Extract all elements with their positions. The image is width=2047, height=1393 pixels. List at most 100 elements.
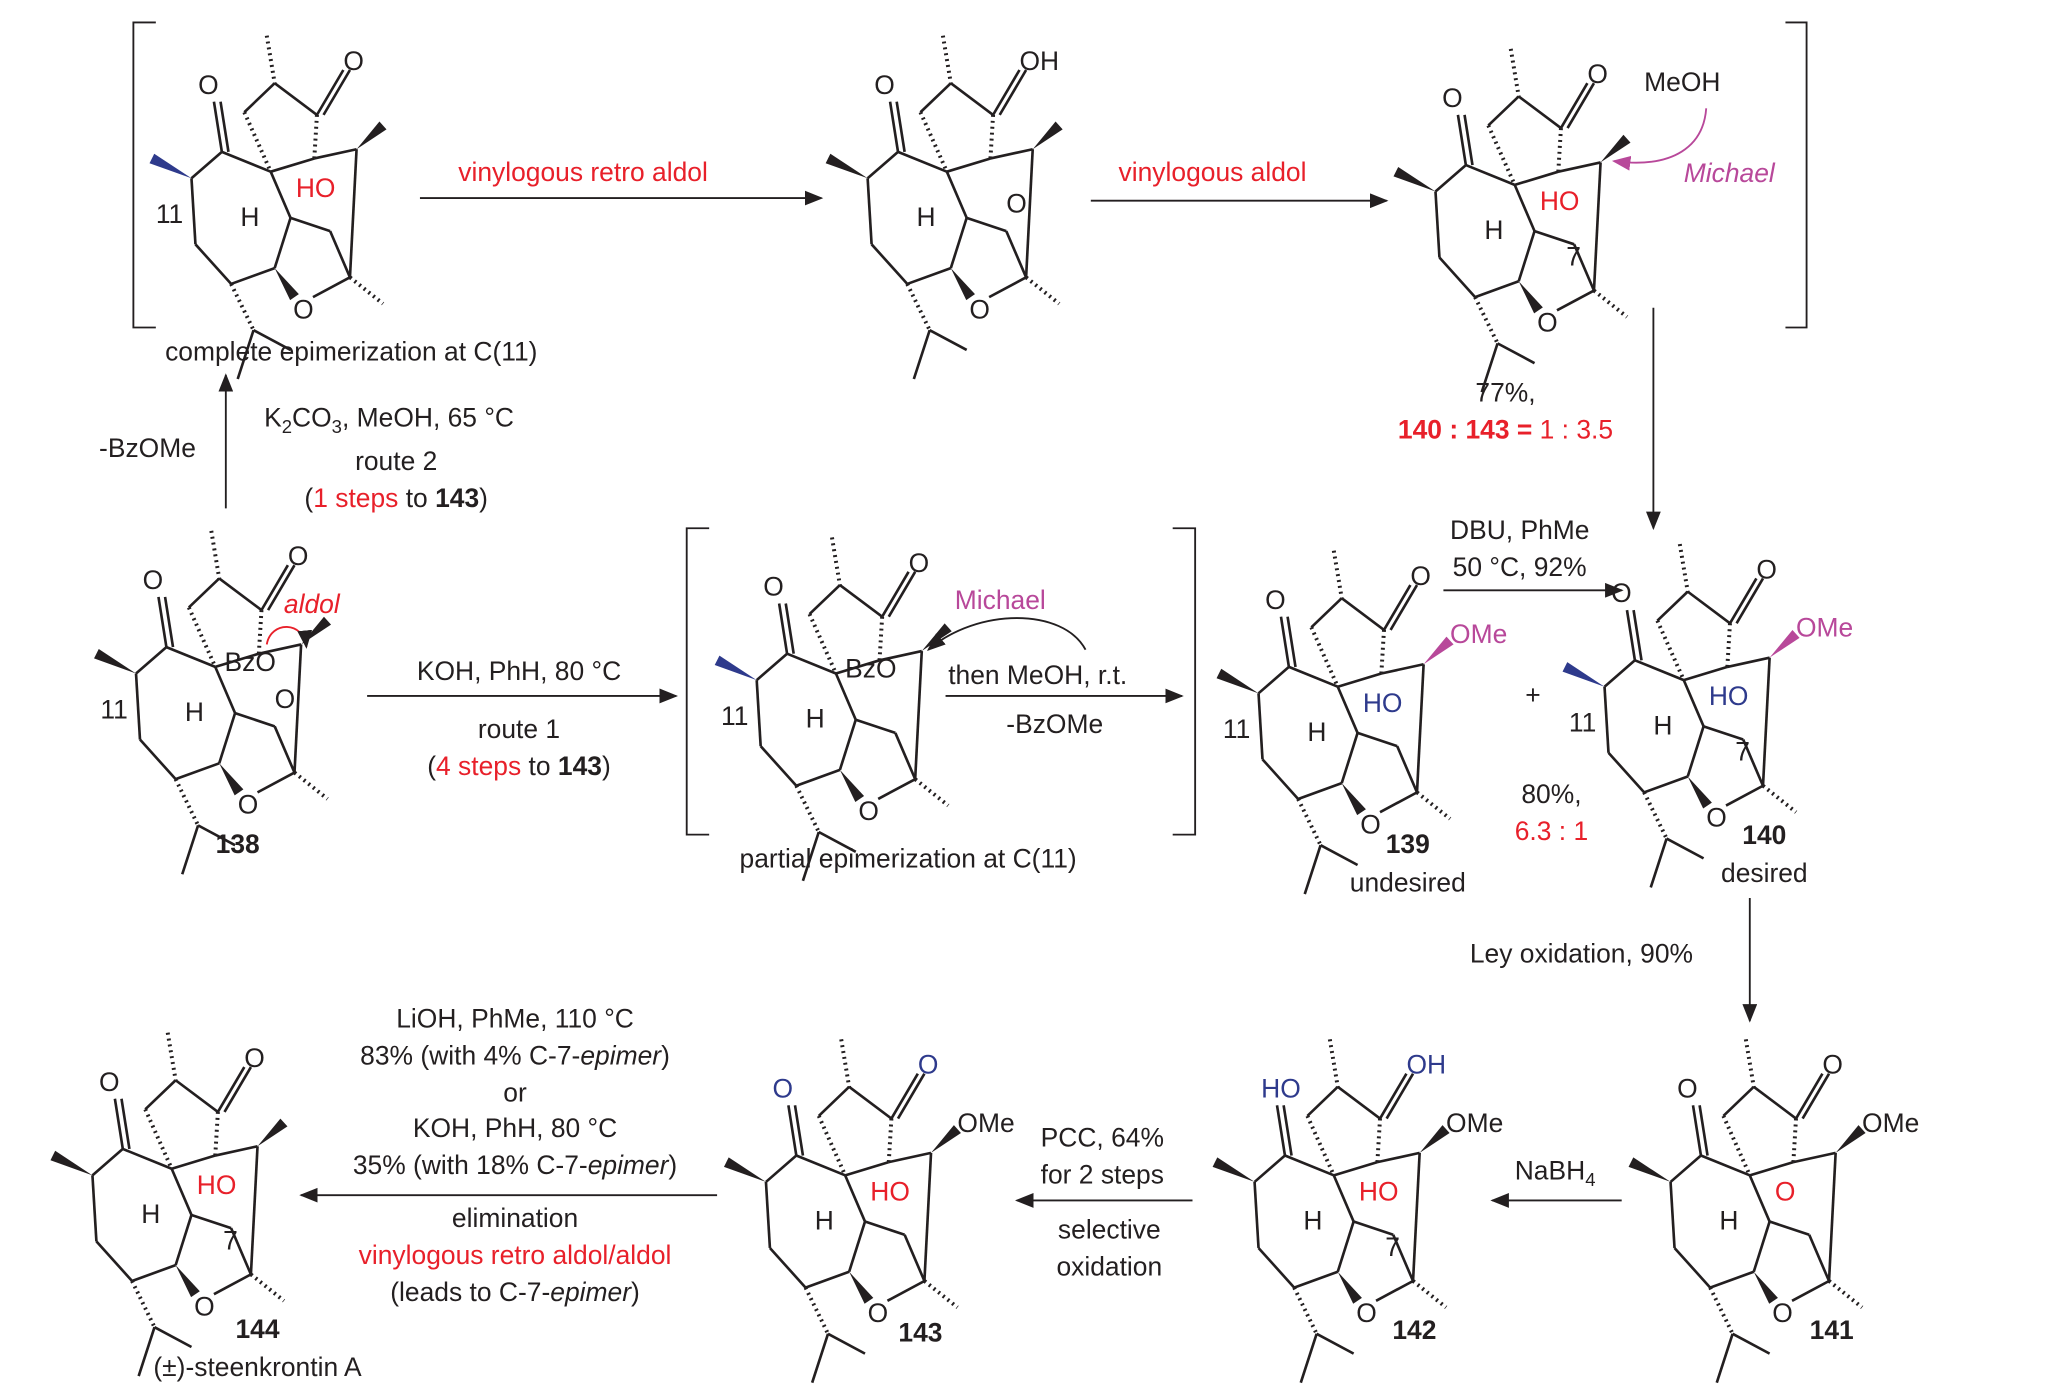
- bond: [866, 178, 873, 245]
- wedge-bond: [950, 268, 976, 301]
- bond: [838, 719, 858, 771]
- bond: [1722, 1085, 1755, 1117]
- bond: [214, 666, 237, 714]
- bond: [786, 652, 837, 675]
- double-bond: [322, 69, 352, 116]
- label-aldol: aldol: [283, 590, 340, 620]
- pcc-line2: for 2 steps: [1040, 1160, 1164, 1190]
- bond: [1517, 95, 1562, 130]
- bond: [312, 276, 351, 299]
- bond: [1559, 82, 1589, 129]
- atom-label-oe: O: [1706, 804, 1727, 834]
- compound-note: (±)-steenkrontin A: [153, 1353, 362, 1383]
- bond: [1827, 1152, 1837, 1282]
- wedge-bond: [1687, 776, 1712, 809]
- bond: [1333, 1160, 1378, 1177]
- hashed-bond: [1379, 629, 1386, 674]
- compound-number: 141: [1809, 1316, 1854, 1346]
- double-bond: [793, 1105, 805, 1156]
- bond: [1517, 230, 1536, 282]
- bond: [171, 1154, 216, 1170]
- hashed-bond: [1721, 1115, 1752, 1177]
- bond: [1728, 577, 1758, 624]
- atom-label-oc: OH: [1019, 47, 1060, 77]
- hashed-bond: [209, 530, 222, 579]
- atom-label-c11: 11: [721, 702, 749, 732]
- hashed-bond: [830, 537, 842, 586]
- double-bond: [219, 101, 230, 153]
- hashed-bond: [905, 283, 932, 332]
- bond: [1306, 1085, 1339, 1117]
- bond: [903, 1234, 926, 1282]
- compound-number: 142: [1392, 1316, 1437, 1346]
- atom-label-ho: HO: [1358, 1177, 1399, 1208]
- bond: [1752, 1085, 1797, 1120]
- bond: [881, 571, 910, 618]
- atom-label-oc: O: [287, 542, 309, 572]
- final-l1: LiOH, PhMe, 110 °C: [396, 1004, 634, 1035]
- label-minus-bzome-route2: -BzOMe: [99, 434, 196, 464]
- atom-label-bzo: BzO: [845, 655, 897, 685]
- bond: [1556, 289, 1595, 312]
- bond: [1603, 686, 1610, 753]
- final-l8: (leads to C-7-epimer): [390, 1278, 640, 1308]
- hashed-bond: [229, 283, 256, 332]
- bond: [212, 101, 224, 153]
- bond: [258, 643, 302, 655]
- bond: [870, 243, 909, 285]
- label-vinylogous-retro-aldol: vinylogous retro aldol: [458, 158, 708, 188]
- final-l7: vinylogous retro aldol/aldol: [358, 1241, 672, 1271]
- bond: [197, 824, 236, 847]
- dbu-line2: 50 °C, 92%: [1452, 553, 1587, 583]
- wedge-bond: [1628, 1157, 1671, 1182]
- atom-label-c11: 11: [1568, 709, 1597, 739]
- bracket-top-left: [132, 21, 156, 329]
- wedge-bond: [175, 1265, 200, 1298]
- label-michael-mid: Michael: [954, 586, 1046, 616]
- double-bond: [223, 1066, 253, 1113]
- double-bond: [1463, 114, 1474, 166]
- bond: [1808, 1234, 1831, 1282]
- atom-label-h: H: [1653, 711, 1673, 741]
- route1-steps: (4 steps to 143): [427, 752, 611, 782]
- atom-label-sub: OMe: [957, 1109, 1015, 1139]
- bond: [131, 1263, 177, 1283]
- bond: [1592, 162, 1602, 291]
- bond: [795, 768, 841, 787]
- double-bond: [896, 1072, 926, 1120]
- hashed-bond: [1761, 784, 1798, 814]
- bond: [1513, 184, 1536, 232]
- bond: [221, 150, 272, 173]
- bond: [923, 1152, 933, 1282]
- michael-curved-arrow: [926, 617, 1087, 651]
- bond: [1434, 191, 1441, 258]
- bond: [139, 738, 177, 781]
- atom-label-oc: O: [1410, 562, 1431, 592]
- molecule-skeleton: [1393, 48, 1631, 393]
- route1-label: route 1: [477, 715, 561, 745]
- atom-label-oe: O: [293, 295, 314, 325]
- bond: [1257, 1247, 1296, 1289]
- molecule-skeleton: [714, 537, 952, 882]
- hashed-bond: [1327, 1038, 1340, 1088]
- bond: [1487, 95, 1520, 127]
- molecule-skeleton: [1628, 1038, 1866, 1384]
- atom-label-h: H: [805, 705, 825, 735]
- hashed-bond: [1677, 543, 1690, 592]
- hashed-bond: [1309, 626, 1340, 688]
- bond: [1297, 781, 1343, 801]
- bond: [1336, 686, 1359, 734]
- bond: [1725, 784, 1764, 807]
- wedge-bond: [1562, 662, 1605, 687]
- bond: [919, 82, 952, 114]
- bond: [328, 230, 352, 278]
- bond: [827, 1332, 866, 1355]
- atom-label-oc: O: [908, 549, 930, 579]
- hashed-bond: [242, 111, 273, 173]
- bond: [243, 82, 276, 114]
- wedge-bond: [149, 153, 192, 179]
- double-bond: [1566, 82, 1596, 129]
